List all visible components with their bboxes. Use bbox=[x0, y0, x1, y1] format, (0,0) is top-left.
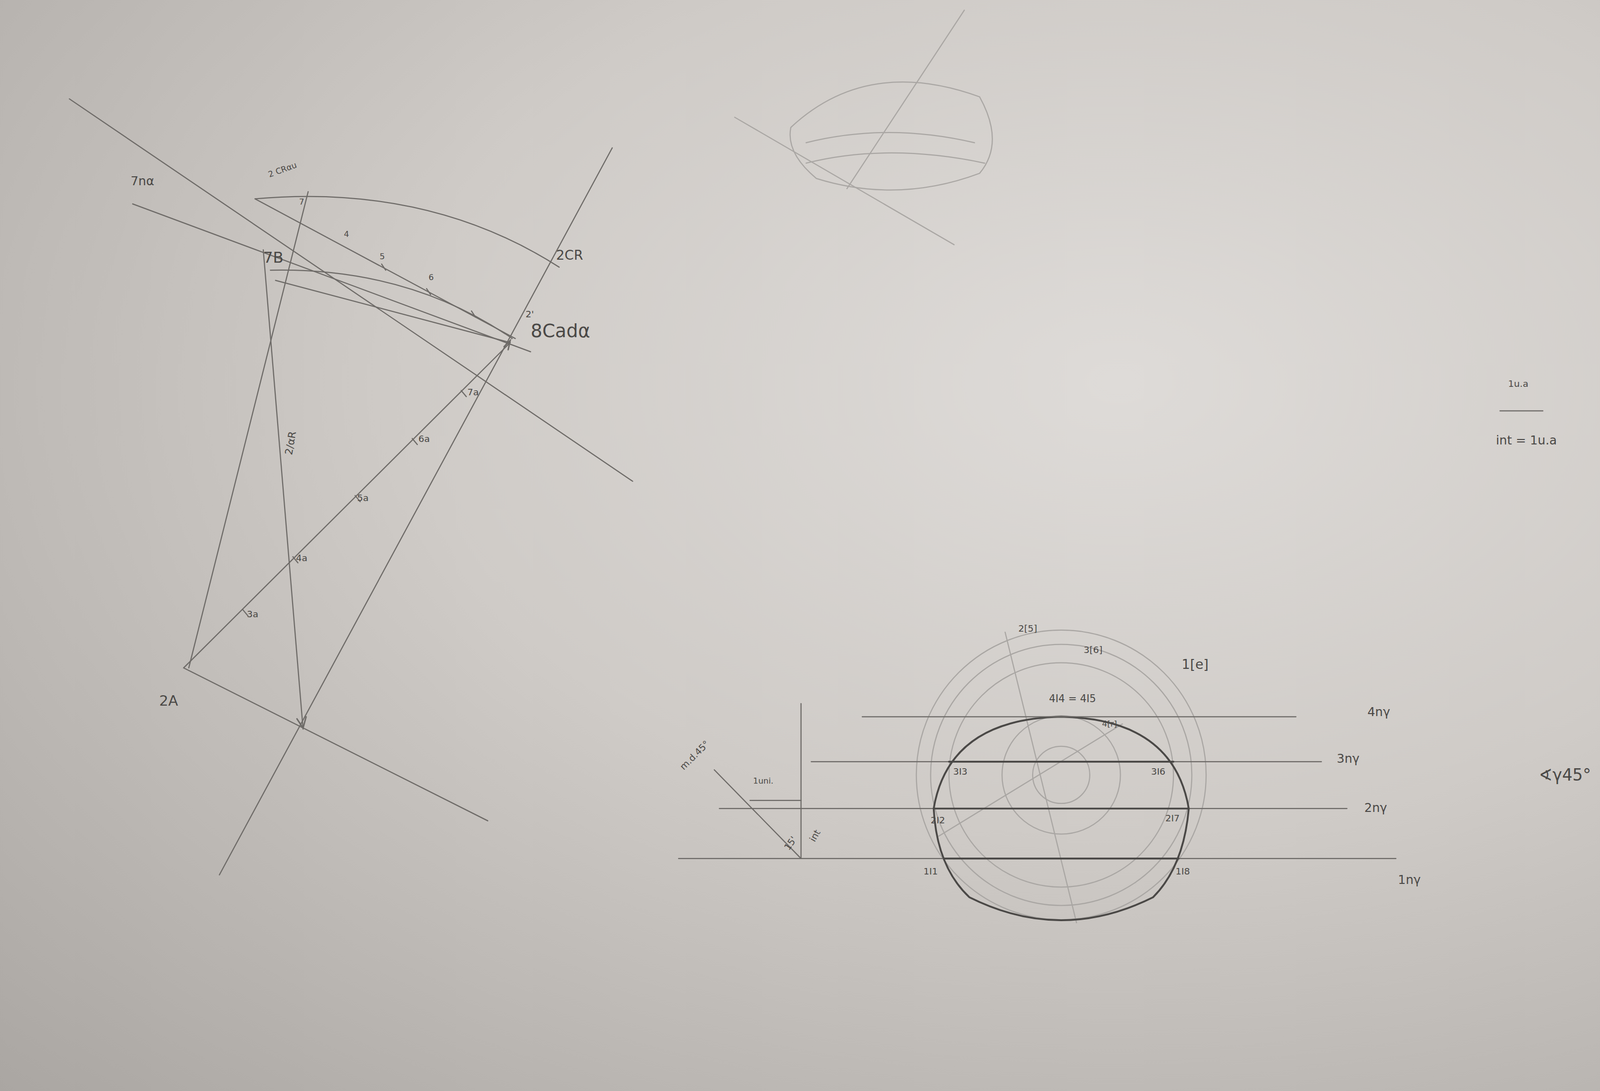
drawing-label: 2I2 bbox=[930, 816, 945, 826]
drawing-label: int = 1u.a bbox=[1495, 434, 1557, 448]
drawing-label: m.d.45° bbox=[678, 739, 712, 772]
drawing-label: 8Cadα bbox=[530, 322, 591, 341]
drawing-label: 7 bbox=[299, 198, 305, 207]
drawing-label: 1I1 bbox=[923, 867, 938, 877]
drawing-label: 5a bbox=[357, 493, 369, 503]
drawing-label: 2' bbox=[525, 309, 534, 319]
drawing-label: 4nγ bbox=[1367, 706, 1391, 719]
drawing-label: 2CR bbox=[556, 248, 584, 263]
drawing-label: 4 bbox=[343, 230, 349, 239]
drawing-label: 5 bbox=[379, 252, 385, 261]
drawing-label: 4a bbox=[296, 553, 308, 563]
drawing-label: 3I3 bbox=[953, 767, 968, 777]
drawing-label: 2[5] bbox=[1018, 624, 1038, 634]
drawing-label: 4[r] bbox=[1102, 720, 1118, 729]
drawing-label: 1uni. bbox=[753, 777, 774, 786]
drawing-label: 7a bbox=[467, 387, 479, 397]
drawing-label: 2 CRαu bbox=[267, 161, 299, 180]
drawing-label: 7nα bbox=[130, 175, 155, 188]
drawing-label: 1nγ bbox=[1397, 874, 1421, 887]
drawing-label: int bbox=[808, 828, 823, 844]
drawing-label: 3I6 bbox=[1150, 767, 1166, 777]
drawing-label: 2/αR bbox=[283, 430, 299, 457]
drawing-label: 2A bbox=[158, 693, 178, 709]
drawing-label: ∢γ45° bbox=[1538, 767, 1592, 784]
drawing-label: 6a bbox=[418, 434, 430, 444]
drawing-label: 2nγ bbox=[1364, 802, 1387, 815]
drawing-label: 3[6] bbox=[1083, 645, 1103, 655]
drawing-label: 1[e] bbox=[1181, 658, 1209, 672]
drawing-label: 4I4 = 4I5 bbox=[1049, 693, 1097, 705]
drawing-label: 6 bbox=[428, 273, 434, 282]
drawing-label: 1I8 bbox=[1175, 867, 1190, 877]
drawing-label: 3a bbox=[246, 609, 259, 619]
drawing-label: 3nγ bbox=[1336, 753, 1360, 766]
drawing-label: 2I7 bbox=[1165, 814, 1180, 824]
drawing-label: 7B bbox=[263, 249, 284, 266]
drawing-label: 15' bbox=[782, 835, 799, 853]
drawing-label: 1u.a bbox=[1508, 379, 1529, 389]
